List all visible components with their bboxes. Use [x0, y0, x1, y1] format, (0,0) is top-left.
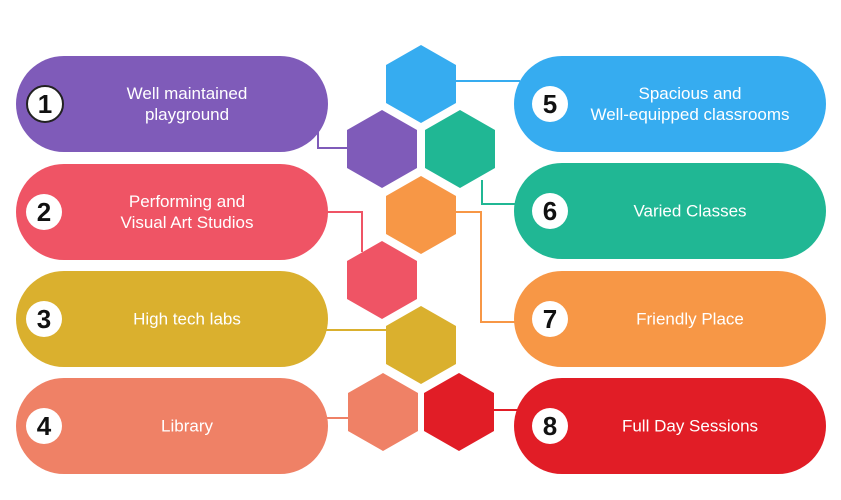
feature-item-3: 3 High tech labs: [16, 271, 328, 367]
item-number-badge: 7: [532, 301, 568, 337]
hexagon-6: [425, 110, 495, 188]
item-label: Well maintained playground: [126, 84, 248, 124]
item-label: Library: [161, 416, 213, 436]
feature-item-7: 7 Friendly Place: [514, 271, 826, 367]
item-number-badge: 3: [26, 301, 62, 337]
hexagon-4: [348, 373, 418, 451]
hexagon-8: [424, 373, 494, 451]
connector-6: [481, 180, 520, 205]
feature-item-2: 2 Performing and Visual Art Studios: [16, 164, 328, 260]
hexagon-2: [347, 241, 417, 319]
item-number-badge: 1: [26, 85, 64, 123]
item-label: High tech labs: [133, 309, 241, 329]
hexagon-7: [386, 176, 456, 254]
hexagon-1: [347, 110, 417, 188]
feature-item-4: 4 Library: [16, 378, 328, 474]
item-label: Performing and Visual Art Studios: [120, 192, 254, 232]
item-label: Varied Classes: [633, 201, 747, 221]
connector-1: [317, 130, 348, 149]
feature-item-1: 1 Well maintained playground: [16, 56, 328, 152]
item-number-badge: 2: [26, 194, 62, 230]
item-label: Spacious and Well-equipped classrooms: [590, 84, 790, 124]
hexagon-3: [386, 306, 456, 384]
feature-item-5: 5 Spacious and Well-equipped classrooms: [514, 56, 826, 152]
feature-item-8: 8 Full Day Sessions: [514, 378, 826, 474]
item-label: Full Day Sessions: [621, 416, 759, 436]
hexagon-5: [386, 45, 456, 123]
item-number-badge: 4: [26, 408, 62, 444]
feature-item-6: 6 Varied Classes: [514, 163, 826, 259]
connector-7: [455, 211, 520, 323]
item-number-badge: 8: [532, 408, 568, 444]
item-number-badge: 6: [532, 193, 568, 229]
item-label: Friendly Place: [636, 309, 744, 329]
item-number-badge: 5: [532, 86, 568, 122]
connector-2: [326, 211, 363, 252]
